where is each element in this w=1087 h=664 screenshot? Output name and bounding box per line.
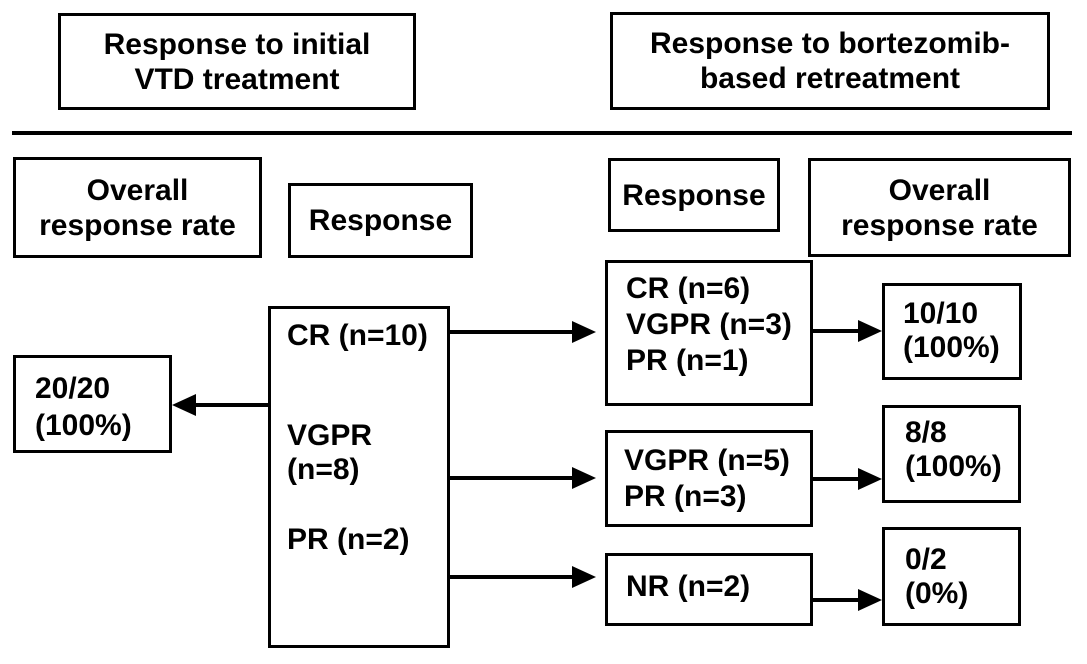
column-header-retreatment-response: Response [608, 158, 780, 232]
arrow-head-right-icon [572, 566, 596, 588]
arrow-line [450, 575, 576, 579]
retreatment-overall-rate-box-2: 8/8 (100%) [882, 405, 1021, 503]
arrow-line [813, 598, 861, 602]
retreatment-response-box-cr-vgpr-pr: CR (n=6) VGPR (n=3) PR (n=1) [605, 260, 813, 406]
column-header-initial-overall-response-rate: Overall response rate [13, 157, 262, 258]
arrow-line [813, 329, 861, 333]
initial-response-cr: CR (n=10) [287, 319, 428, 352]
initial-response-pr: PR (n=2) [287, 523, 410, 556]
header-bortezomib-retreatment: Response to bortezomib- based retreatmen… [610, 12, 1050, 110]
arrow-head-right-icon [572, 467, 596, 489]
arrow-line [450, 330, 576, 334]
retreatment-overall-rate-box-3: 0/2 (0%) [882, 527, 1021, 626]
column-header-retreatment-overall-response-rate: Overall response rate [808, 158, 1071, 257]
retreatment-overall-rate-box-1: 10/10 (100%) [882, 283, 1022, 380]
initial-response-box: CR (n=10) VGPR (n=8) PR (n=2) [268, 306, 450, 648]
section-divider-rule [12, 131, 1072, 135]
arrow-head-right-icon [858, 589, 882, 611]
arrow-line [194, 403, 268, 407]
arrow-head-right-icon [858, 320, 882, 342]
arrow-head-left-icon [172, 394, 196, 416]
arrow-line [450, 476, 576, 480]
arrow-line [813, 477, 861, 481]
header-initial-vtd-treatment: Response to initial VTD treatment [58, 13, 416, 110]
retreatment-response-box-nr: NR (n=2) [605, 553, 813, 626]
retreatment-response-box-vgpr-pr: VGPR (n=5) PR (n=3) [605, 430, 813, 527]
initial-response-vgpr: VGPR (n=8) [287, 419, 373, 486]
initial-overall-rate-box: 20/20 (100%) [13, 355, 172, 453]
arrow-head-right-icon [858, 468, 882, 490]
arrow-head-right-icon [572, 321, 596, 343]
column-header-initial-response: Response [288, 183, 473, 258]
